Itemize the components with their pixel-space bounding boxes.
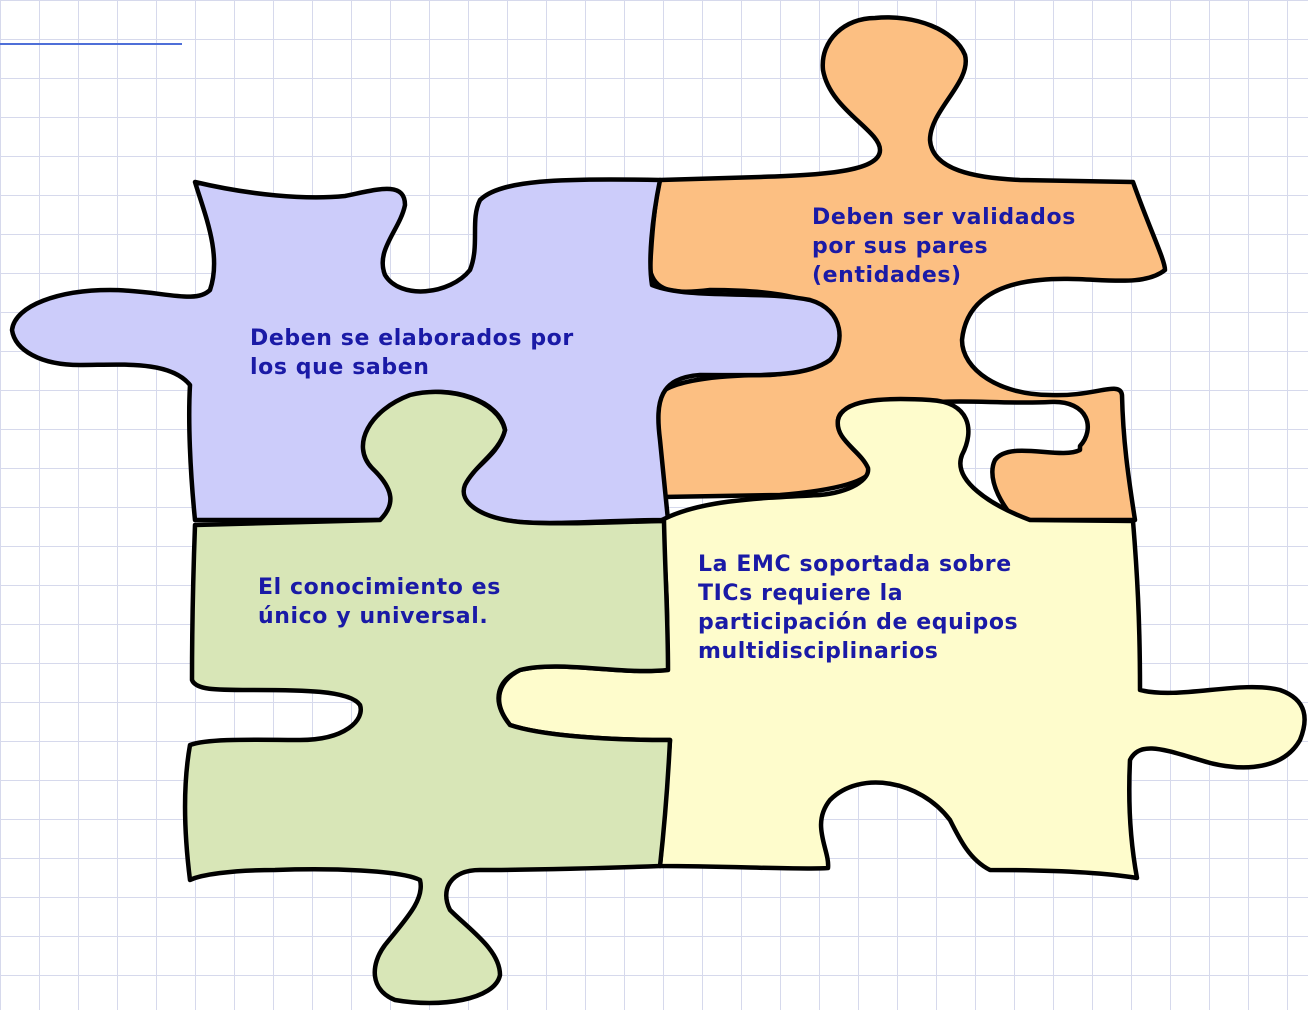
label-bottom-left-line2: único y universal. bbox=[258, 604, 489, 629]
label-bottom-right-line3: participación de equipos bbox=[698, 610, 1019, 635]
label-top-right-line1: Deben ser validados bbox=[812, 205, 1076, 230]
label-bottom-right-line1: La EMC soportada sobre bbox=[698, 552, 1012, 577]
label-top-right: Deben ser validados por sus pares (entid… bbox=[812, 203, 1076, 290]
label-bottom-left: El conocimiento es único y universal. bbox=[258, 573, 501, 631]
title-underline bbox=[0, 43, 182, 45]
label-top-right-line2: por sus pares bbox=[812, 234, 989, 259]
label-bottom-left-line1: El conocimiento es bbox=[258, 575, 501, 600]
label-top-left: Deben se elaborados por los que saben bbox=[250, 324, 574, 382]
label-bottom-right-line2: TICs requiere la bbox=[698, 581, 904, 606]
label-bottom-right-line4: multidisciplinarios bbox=[698, 639, 939, 664]
label-bottom-right: La EMC soportada sobre TICs requiere la … bbox=[698, 550, 1018, 666]
label-top-left-line2: los que saben bbox=[250, 355, 430, 380]
label-top-right-line3: (entidades) bbox=[812, 263, 962, 288]
label-top-left-line1: Deben se elaborados por bbox=[250, 326, 574, 351]
puzzle-piece-bottom-left bbox=[182, 389, 673, 1006]
